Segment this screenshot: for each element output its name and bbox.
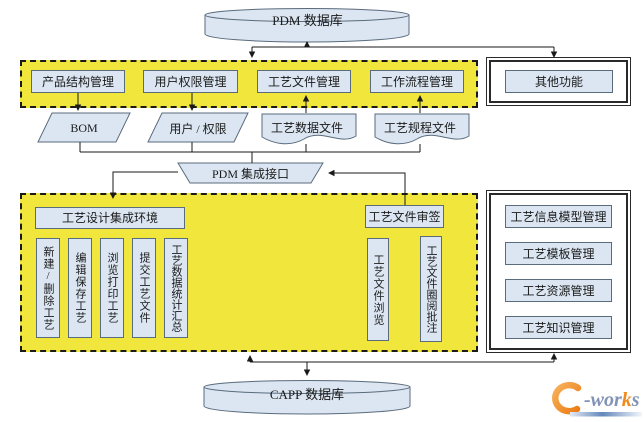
func-process-file-browse: 工艺文件浏览 <box>367 238 389 341</box>
module-product-structure: 产品结构管理 <box>31 70 125 93</box>
pdm-interface-label: PDM 集成接口 <box>211 166 289 181</box>
mgmt-process-template: 工艺模板管理 <box>505 242 612 265</box>
user-rights-shape <box>147 112 249 143</box>
eworks-underline <box>570 412 642 417</box>
mgmt-process-info-model: 工艺信息模型管理 <box>505 205 612 228</box>
func-process-data-statistics: 工艺数据统计汇总 <box>164 238 188 338</box>
module-process-file: 工艺文件管理 <box>257 70 351 93</box>
func-submit-process-file: 提交工艺文件 <box>132 238 156 338</box>
capp-database-label: CAPP 数据库 <box>269 386 345 402</box>
func-process-file-annotate: 工艺文件圈阅批注 <box>420 236 442 342</box>
func-edit-save-process: 编辑保存工艺 <box>68 238 92 338</box>
mgmt-process-resource: 工艺资源管理 <box>505 279 612 302</box>
other-functions-node: 其他功能 <box>505 70 613 93</box>
process-data-file-label: 工艺数据文件 <box>270 120 343 135</box>
func-browse-print-process: 浏览打印工艺 <box>100 238 124 338</box>
mgmt-process-knowledge: 工艺知识管理 <box>505 316 612 339</box>
bom-label: BOM <box>70 120 98 135</box>
pdm-database-shape <box>204 8 410 43</box>
pdm-interface-shape <box>177 162 324 184</box>
design-env-title: 工艺设计集成环境 <box>35 207 185 229</box>
process-data-file-shape <box>261 113 357 145</box>
review-title: 工艺文件审签 <box>365 205 444 228</box>
module-workflow: 工作流程管理 <box>370 70 464 93</box>
eworks-logo: -works <box>552 381 642 417</box>
eworks-wordmark: -works <box>584 389 640 411</box>
process-procedure-file-label: 工艺规程文件 <box>383 120 456 135</box>
process-procedure-file-shape <box>374 113 470 145</box>
capp-database-shape <box>203 380 411 415</box>
pdm-database-label: PDM 数据库 <box>272 13 343 28</box>
eworks-e-swoosh-icon <box>552 381 582 415</box>
func-new-delete-process: 新建/删除工艺 <box>36 238 60 338</box>
user-rights-label: 用户 / 权限 <box>169 121 227 136</box>
module-user-permission: 用户权限管理 <box>143 70 238 93</box>
bom-shape <box>37 112 131 143</box>
